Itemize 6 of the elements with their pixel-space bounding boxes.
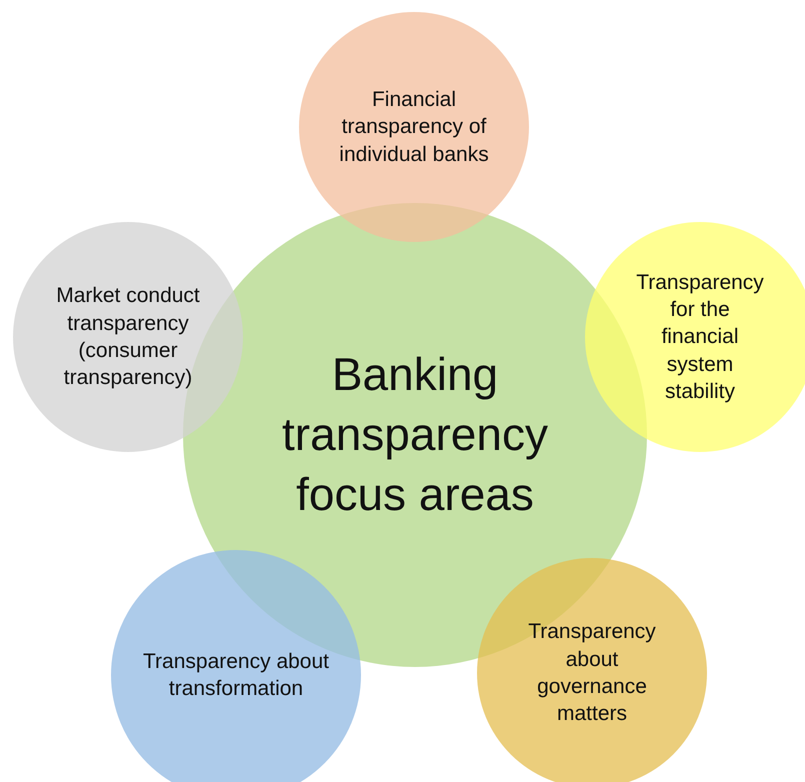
- focus-area-label: Transparency about transformation: [142, 648, 330, 702]
- focus-area-label: Transparency about governance matters: [527, 619, 657, 728]
- focus-area-label: Financial transparency of individual banks: [339, 87, 489, 168]
- focus-area-label: Transparency for the financial system stability: [635, 270, 765, 405]
- focus-area-label: Market conduct transparency (consumer transparency): [55, 283, 201, 392]
- center-title: Banking transparency focus areas: [281, 347, 549, 522]
